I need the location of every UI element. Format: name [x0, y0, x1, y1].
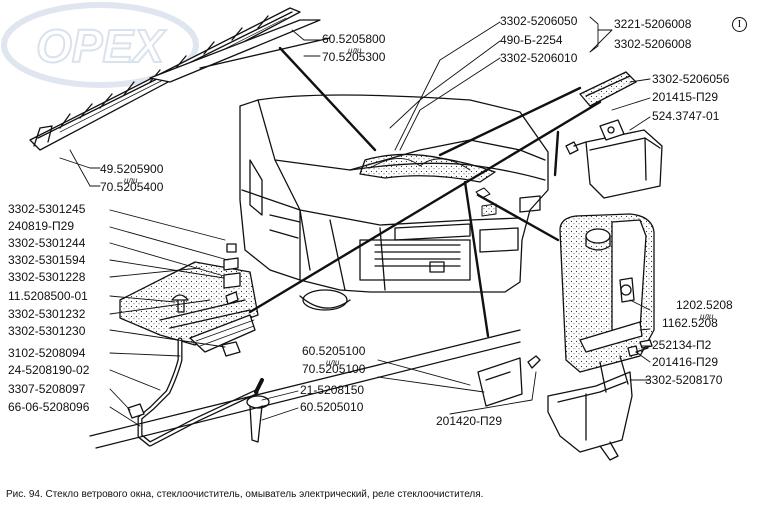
reservoir-bracket-drawing	[547, 355, 633, 461]
or-word: или	[700, 312, 714, 321]
part-label: 490-Б-2254	[500, 33, 563, 47]
washer-hose-drawing	[137, 337, 264, 447]
bracket-drawing	[477, 355, 541, 407]
part-label: 201415-П29	[652, 90, 719, 104]
part-label: 3302-5208170	[645, 373, 723, 387]
pointer-lines	[248, 46, 602, 338]
watermark-logo: OPEX	[1, 2, 199, 88]
part-label: 66-06-5208096	[8, 400, 90, 414]
part-label: 60.5205100	[302, 344, 366, 358]
part-label: 3302-5301244	[8, 236, 86, 250]
part-label: 3302-5206010	[500, 51, 578, 65]
part-label: 252134-П2	[652, 338, 712, 352]
wiper-arm-drawing	[149, 19, 331, 83]
part-label: 3302-5301594	[8, 253, 86, 267]
part-label: 3221-5206008	[614, 17, 692, 31]
washer-nozzle-drawing	[171, 294, 189, 313]
part-label: 60.5205010	[300, 400, 364, 414]
or-word: или	[326, 358, 340, 367]
part-label: 1162.5208	[662, 316, 718, 330]
part-label: 21-5208150	[300, 383, 365, 397]
figure-caption: Рис. 94. Стекло ветрового окна, стеклооч…	[6, 489, 484, 500]
part-label: 3302-5301232	[8, 307, 86, 321]
part-label: 3302-5206056	[652, 72, 730, 86]
part-label: 3302-5206050	[500, 14, 578, 28]
van-body-drawing	[239, 94, 549, 311]
part-label: 3302-5301228	[8, 270, 86, 284]
or-word: или	[124, 176, 138, 185]
part-label: 60.5205800	[322, 32, 386, 46]
part-label: 240819-П29	[8, 219, 75, 233]
or-word: или	[348, 46, 362, 55]
part-label: 3307-5208097	[8, 382, 86, 396]
part-label: 70.5205100	[302, 362, 366, 376]
washer-nozzle-area	[359, 153, 496, 183]
part-label: 201416-П29	[652, 355, 719, 369]
part-label: 49.5205900	[100, 162, 164, 176]
part-label: 201420-П29	[436, 414, 503, 428]
part-label: 1202.5208	[676, 298, 733, 312]
part-label: 3302-5301245	[8, 202, 86, 216]
watermark-text: OPEX	[36, 20, 166, 72]
part-label: 70.5205300	[322, 50, 386, 64]
part-label: 11.5208500-01	[8, 289, 88, 303]
part-label: 3302-5301230	[8, 324, 86, 338]
roman-numeral-marker: I	[732, 17, 747, 32]
washer-reservoir-drawing	[559, 213, 655, 373]
part-label: 70.5205400	[100, 180, 164, 194]
part-label: 24-5208190-02	[8, 363, 90, 377]
part-label: 3302-5206008	[614, 37, 692, 51]
wiper-motor-drawing	[585, 119, 663, 199]
part-label: 3102-5208094	[8, 346, 86, 360]
part-label: 524.3747-01	[652, 109, 720, 123]
check-valve-drawing	[246, 395, 270, 443]
